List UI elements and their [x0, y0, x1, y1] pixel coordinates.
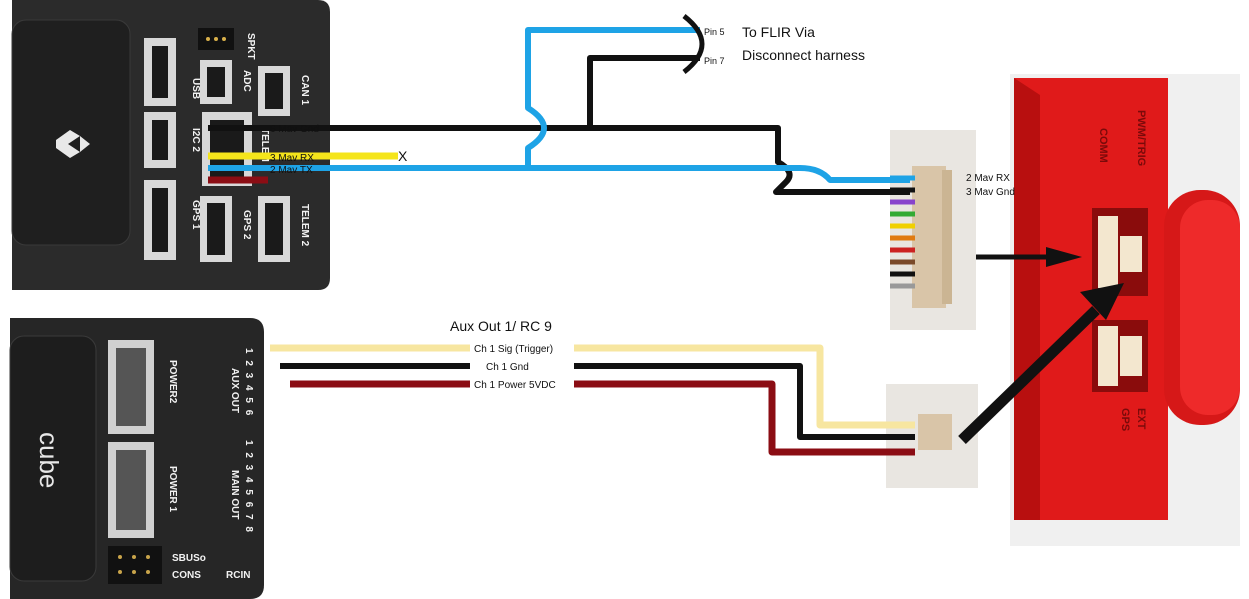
mav-tx-label: 2 Mav TX [270, 165, 313, 176]
port-adc: ADC [200, 60, 252, 104]
port-gps1: GPS 1 [144, 180, 201, 260]
port-i2c2-label: I2C 2 [190, 128, 201, 152]
port-power1: POWER 1 [108, 442, 178, 538]
port-gps2: GPS 2 [200, 196, 252, 262]
logo-icon [56, 130, 90, 158]
port-gps1-label: GPS 1 [190, 200, 201, 230]
wires-bottom [270, 344, 915, 456]
port-usb-label: USB [190, 78, 201, 99]
flir-pwm-label: PWM/TRIG [1135, 110, 1147, 166]
cube-controller: cube POWER2 POWER 1 SBUSo CONS RCIN AUX … [9, 318, 264, 599]
pin5-label: Pin 5 [704, 27, 725, 37]
rcin-label: RCIN [226, 570, 250, 581]
wire-mav-tx [208, 165, 910, 183]
aux-out-label: AUX OUT [229, 368, 240, 413]
arrow-pwm [958, 283, 1124, 444]
port-spkt-label: SPKT [245, 33, 256, 60]
port-power2: POWER2 [108, 340, 178, 434]
ch1-gnd-label: Ch 1 Gnd [486, 362, 529, 373]
port-usb: USB [144, 38, 201, 106]
port-adc-label: ADC [241, 70, 252, 92]
flir-rx-label: 2 Mav RX [966, 173, 1010, 184]
port-can1-label: CAN 1 [299, 75, 310, 105]
aux-out-header: Aux Out 1/ RC 9 [450, 318, 552, 334]
bottom-wire-labels: Ch 1 Sig (Trigger) Ch 1 Gnd Ch 1 Power 5… [470, 342, 574, 392]
port-telem2-label: TELEM 2 [299, 204, 310, 247]
flir-note-line2: Disconnect harness [742, 47, 865, 63]
cube-brand: cube [34, 432, 64, 488]
port-power1-label: POWER 1 [167, 466, 178, 513]
port-telem1-label: TELEM 1 [259, 128, 270, 171]
wire-pin5 [525, 27, 700, 168]
mav-rx-label: 3 Mav RX [270, 153, 314, 164]
wire-pin7 [587, 55, 700, 128]
wire-harness-bend [682, 14, 705, 74]
pin7-label: Pin 7 [704, 56, 725, 66]
aux-pins-label: 1 2 3 4 5 6 [243, 348, 254, 417]
cons-label: CONS [172, 570, 201, 581]
main-pins-label: 1 2 3 4 5 6 7 8 [243, 440, 254, 534]
flir-ext-label: EXT [1135, 408, 1147, 430]
port-spkt: SPKT [198, 28, 256, 60]
arrow-comm [976, 247, 1082, 267]
mav-gnd-label: 6 Mav Gnd [270, 124, 319, 135]
x-mark: X [398, 148, 408, 164]
port-power2-label: POWER2 [167, 360, 178, 404]
flir-gnd-label: 3 Mav Gnd [966, 187, 1015, 198]
main-out-label: MAIN OUT [229, 470, 240, 519]
flight-controller-top: USB SPKT ADC CAN 1 I2C 2 TELEM 1 GPS 1 [11, 0, 330, 290]
flir-note-line1: To FLIR Via [742, 24, 815, 40]
ch1-sig-label: Ch 1 Sig (Trigger) [474, 344, 553, 355]
sbus-label: SBUSo [172, 553, 206, 564]
port-can1: CAN 1 [258, 66, 310, 116]
ch1-power-label: Ch 1 Power 5VDC [474, 380, 556, 391]
port-i2c2: I2C 2 [144, 112, 201, 168]
port-gps2-label: GPS 2 [241, 210, 252, 240]
port-telem2: TELEM 2 [258, 196, 310, 262]
wires-top [208, 14, 910, 195]
flir-comm-label: COMM [1097, 128, 1109, 163]
flir-camera: COMM PWM/TRIG EXT GPS [1010, 74, 1240, 546]
port-sbus-cons [108, 546, 162, 584]
connector-top-photo [890, 130, 976, 330]
flir-gps-label: GPS [1119, 408, 1131, 431]
